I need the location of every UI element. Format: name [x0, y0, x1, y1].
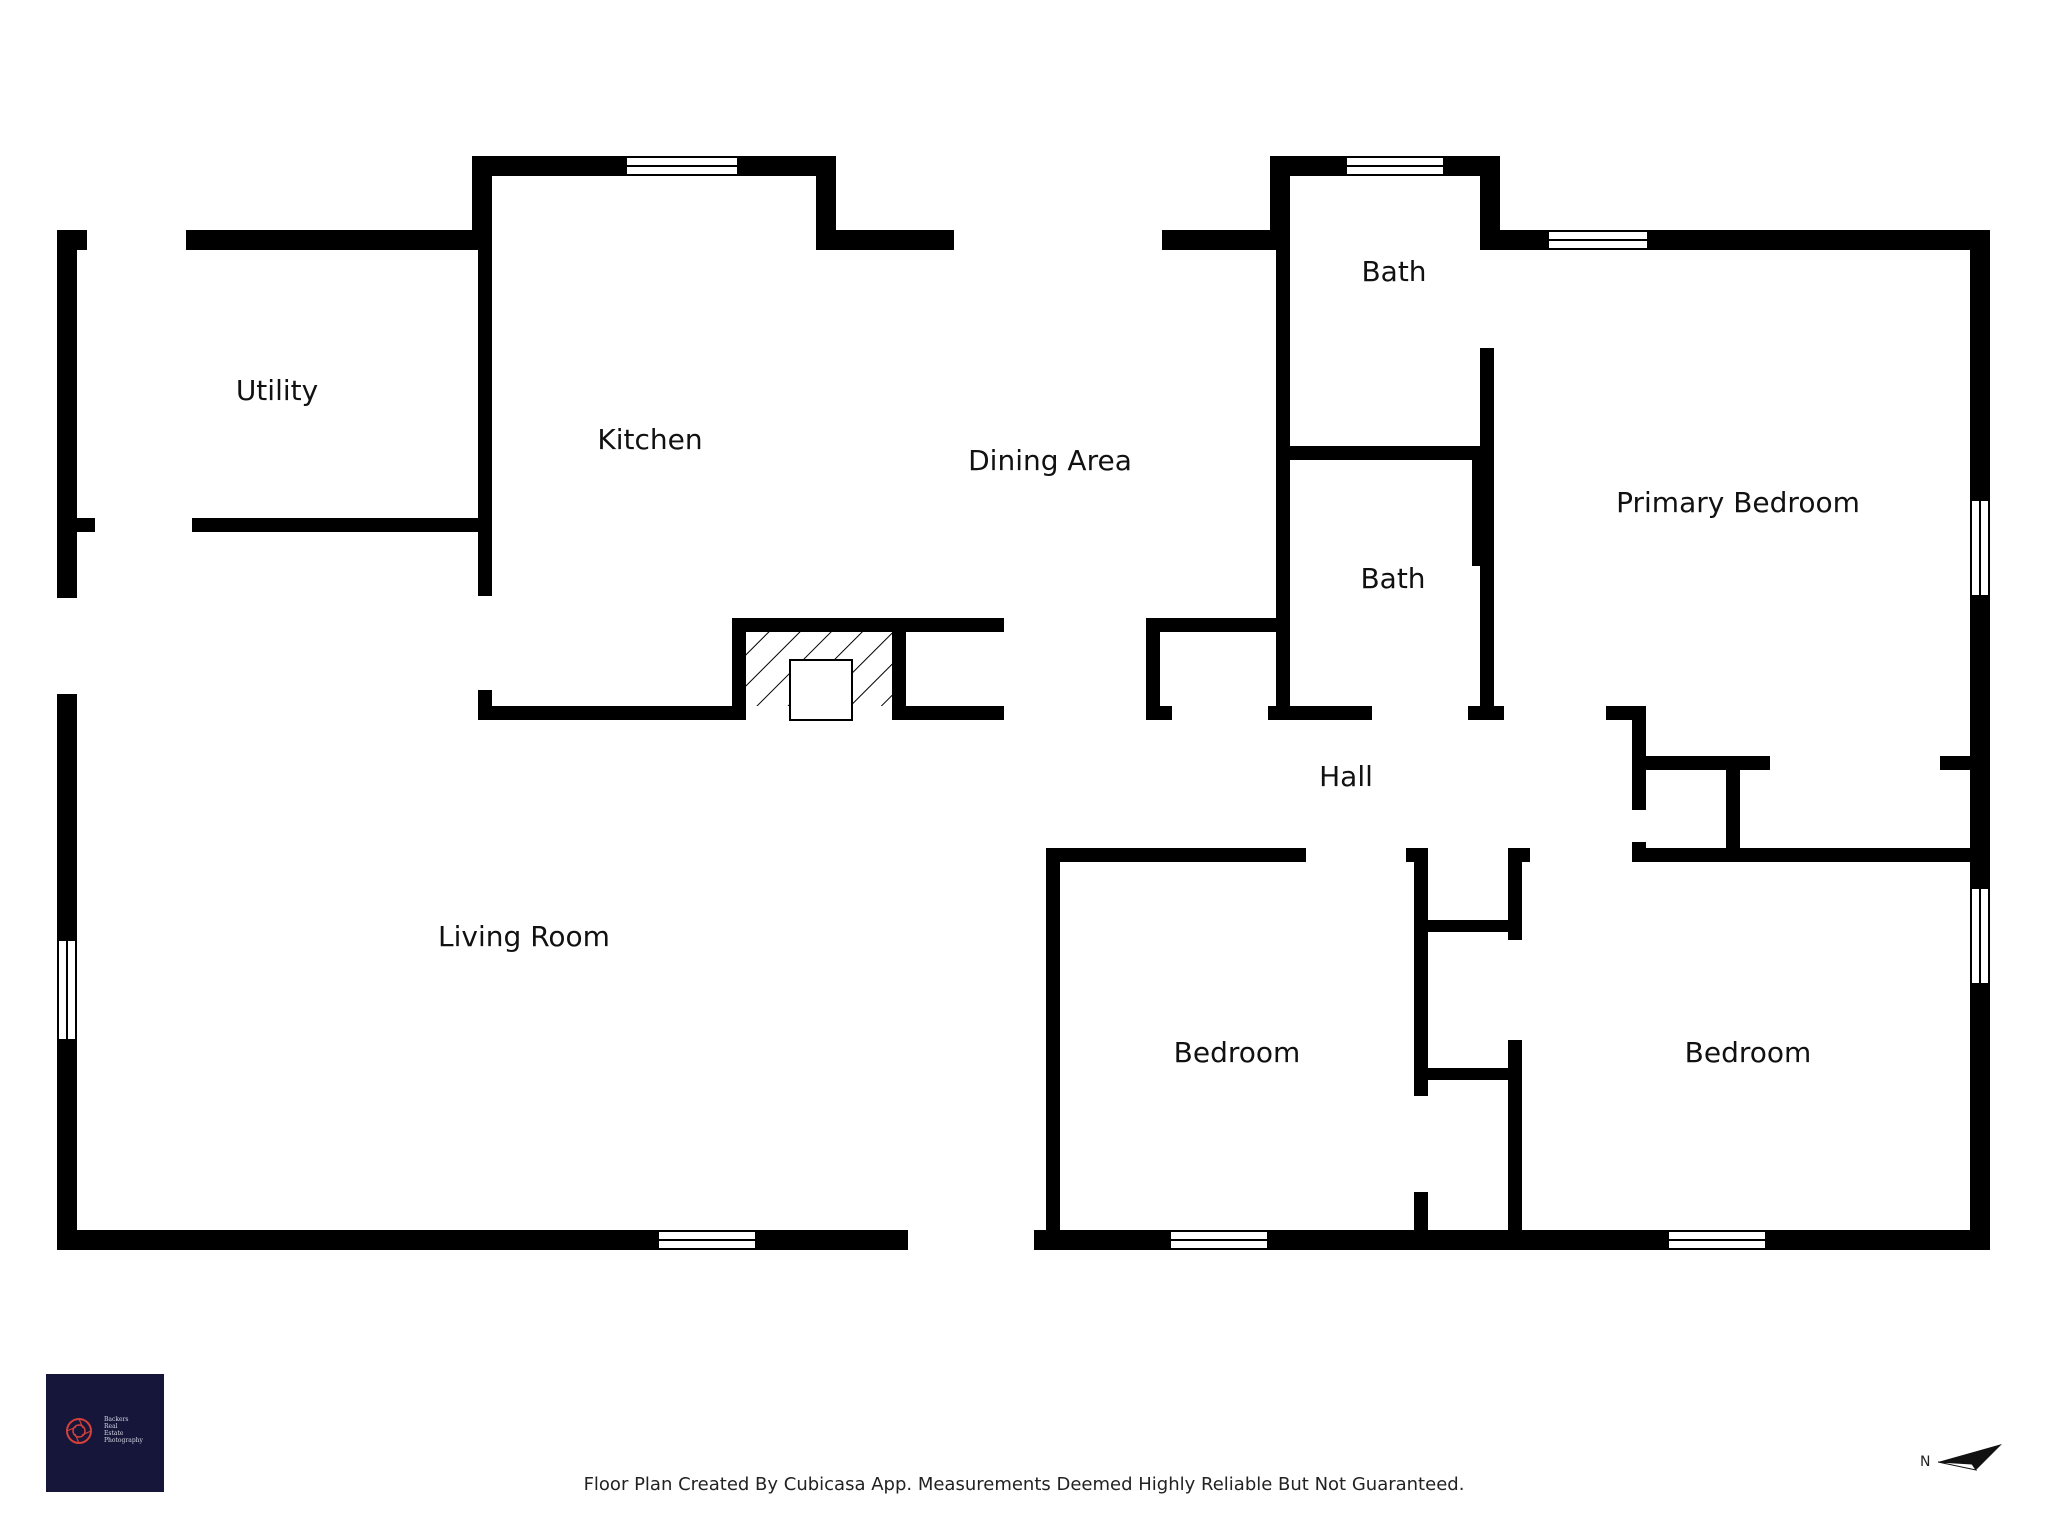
wall-top-utility	[186, 230, 486, 250]
wall-fireplace-box	[990, 618, 1004, 632]
wall-closet-stack	[1414, 848, 1428, 1096]
wall-hall-closet	[1268, 706, 1372, 720]
wall-outer-bottom	[1034, 1230, 1170, 1250]
wall-outer-left	[57, 230, 77, 598]
wall-top-bath	[1270, 156, 1346, 176]
wall-hall-closet	[1146, 618, 1160, 720]
wall-top-primary	[1648, 230, 1990, 250]
wall-outer-bottom	[756, 1230, 908, 1250]
wall-utility-kitchen	[478, 236, 492, 596]
photographer-logo: Backers Real Estate Photography	[46, 1374, 164, 1492]
wall-bath-primary	[1480, 236, 1494, 250]
wall-bedroom-center-left	[1046, 848, 1060, 1250]
wall-dining-bath	[1276, 236, 1290, 720]
north-arrow-icon: N	[1920, 1444, 2002, 1471]
room-label-bedroom-right: Bedroom	[1685, 1036, 1812, 1069]
wall-closet-stack	[1508, 848, 1522, 940]
wall-top-dining	[1162, 230, 1278, 250]
room-label-bath-lower: Bath	[1360, 562, 1425, 595]
wall-utility-bottom	[192, 518, 488, 532]
wall-bedroom-right-top	[1508, 848, 1530, 862]
north-label: N	[1920, 1454, 1930, 1470]
wall-primary-bottom	[1940, 756, 1990, 770]
room-label-bath-upper: Bath	[1361, 255, 1426, 288]
room-label-kitchen: Kitchen	[597, 423, 702, 456]
wall-top-utility	[57, 230, 87, 250]
wall-primary-bottom	[1632, 756, 1770, 770]
wall-outer-bottom	[1268, 1230, 1668, 1250]
wall-closet-stack	[1414, 920, 1522, 932]
walls	[57, 156, 1990, 1250]
wall-bedroom-right-top	[1632, 848, 1990, 862]
aperture-icon	[66, 1418, 92, 1444]
room-label-primary-bedroom: Primary Bedroom	[1616, 486, 1860, 519]
room-label-utility: Utility	[236, 374, 318, 407]
room-label-dining: Dining Area	[968, 444, 1132, 477]
wall-closet-stack	[1414, 1068, 1522, 1080]
wall-outer-left	[57, 1040, 77, 1250]
logo-text: Backers Real Estate Photography	[104, 1416, 160, 1444]
wall-closet-divider	[1726, 762, 1740, 862]
room-label-bedroom-center: Bedroom	[1174, 1036, 1301, 1069]
wall-fireplace-box	[732, 618, 746, 720]
wall-bath-primary	[1472, 446, 1486, 566]
wall-outer-right	[1970, 230, 1990, 500]
logo-line: Real	[104, 1423, 118, 1430]
wall-kitchen-bottom	[478, 706, 744, 720]
fireplace	[746, 632, 892, 721]
windows	[57, 156, 1990, 1250]
wall-outer-bottom	[57, 1230, 658, 1250]
wall-top-kitchen	[738, 156, 836, 176]
wall-kitchen-right-step	[816, 156, 836, 250]
logo-line: Estate	[104, 1430, 124, 1437]
wall-top-dining	[816, 230, 954, 250]
wall-hall-closet	[1146, 706, 1172, 720]
footer-disclaimer: Floor Plan Created By Cubicasa App. Meas…	[583, 1474, 1465, 1495]
wall-bedroom-center-top	[1046, 848, 1306, 862]
wall-fireplace-box	[892, 618, 906, 720]
wall-hall-closet	[1146, 618, 1290, 632]
wall-outer-right	[1970, 984, 1990, 1250]
wall-kitchen-left-step	[472, 156, 492, 250]
wall-bath-right-step	[1480, 156, 1500, 250]
wall-bath-left-step	[1270, 156, 1290, 250]
wall-top-kitchen	[472, 156, 626, 176]
wall-outer-left	[57, 694, 77, 940]
wall-outer-bottom	[1766, 1230, 1990, 1250]
wall-bath-divider	[1276, 446, 1480, 460]
wall-fireplace-box	[732, 618, 1004, 632]
logo-line: Photography	[104, 1437, 143, 1444]
room-label-hall: Hall	[1319, 760, 1373, 793]
wall-closet-stack	[1414, 1192, 1428, 1250]
room-label-living-room: Living Room	[438, 920, 610, 953]
wall-outer-right	[1970, 596, 1990, 888]
wall-bath-bottom	[1468, 706, 1504, 720]
wall-bath-primary	[1480, 348, 1494, 720]
wall-top-primary	[1480, 230, 1548, 250]
logo-line: Backers	[104, 1416, 129, 1423]
wall-utility-bottom	[57, 518, 95, 532]
wall-closet-stack	[1508, 1040, 1522, 1250]
wall-fireplace-box	[892, 706, 1004, 720]
